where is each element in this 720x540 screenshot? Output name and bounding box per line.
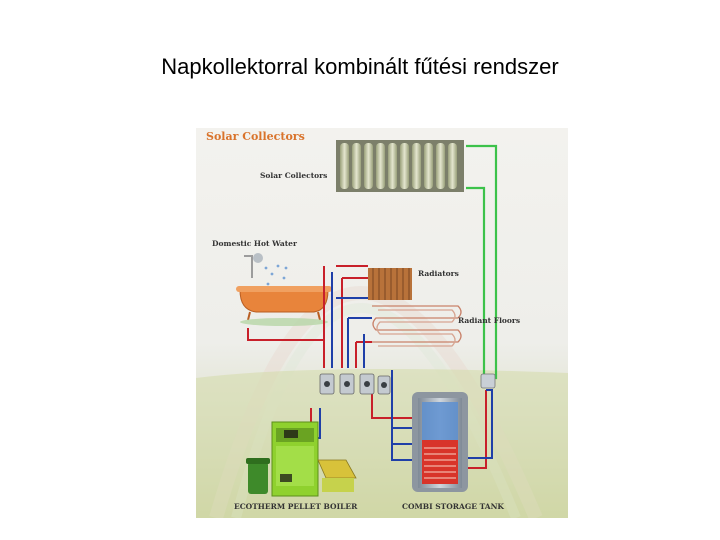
slide-title: Napkollektorral kombinált fűtési rendsze… [0, 54, 720, 80]
solar-pump-station [481, 374, 495, 388]
heating-system-diagram: Solar Collectors Solar Collectors Dome [196, 128, 568, 518]
label-radiators: Radiators [418, 269, 459, 278]
label-domestic-hot-water: Domestic Hot Water [212, 239, 298, 248]
solar-collector-panel [336, 140, 464, 192]
diagram-header: Solar Collectors [206, 130, 305, 143]
label-storage-tank: COMBI STORAGE TANK [402, 502, 504, 511]
label-pellet-boiler: ECOTHERM PELLET BOILER [234, 502, 358, 511]
combi-storage-tank [412, 392, 468, 492]
label-solar-collectors: Solar Collectors [260, 171, 327, 180]
label-radiant-floors: Radiant Floors [458, 316, 520, 325]
radiator-unit [368, 268, 412, 300]
